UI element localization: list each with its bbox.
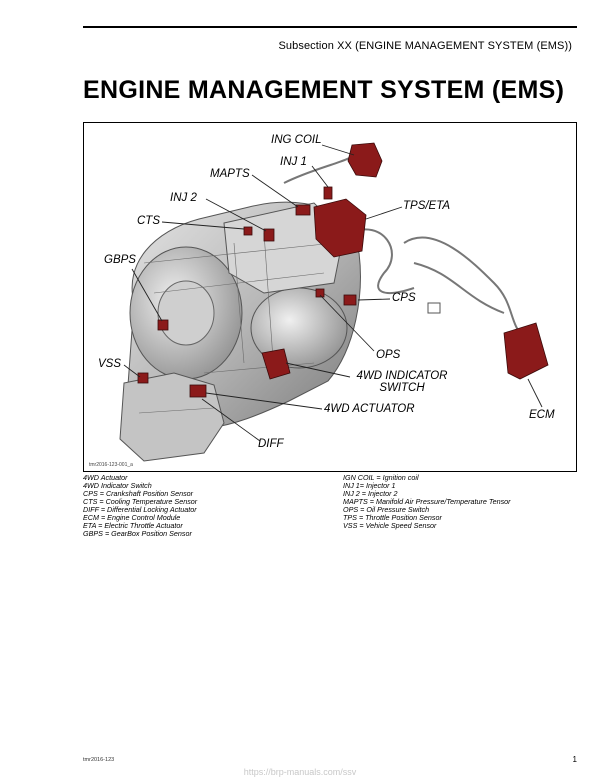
label-vss: VSS: [98, 358, 122, 370]
label-cts: CTS: [137, 215, 160, 227]
figure-reference: tmr2016-123-001_a: [89, 462, 133, 468]
legend-item: INJ 2 = Injector 2: [343, 489, 398, 498]
vss-sensor: [137, 372, 149, 384]
injector-1: [323, 186, 333, 200]
ecm-module: [503, 322, 549, 380]
label-inj2: INJ 2: [170, 192, 197, 204]
injector-2: [263, 228, 275, 242]
legend-item: CTS = Cooling Temperature Sensor: [83, 497, 198, 506]
subsection-header: Subsection XX (ENGINE MANAGEMENT SYSTEM …: [278, 40, 572, 52]
label-4wd-indicator-line2: SWITCH: [379, 381, 425, 394]
legend-item: TPS = Throttle Position Sensor: [343, 513, 442, 522]
label-diff: DIFF: [258, 438, 284, 450]
cts-sensor: [243, 226, 253, 236]
header-rule: [83, 26, 577, 28]
legend-item: 4WD Indicator Switch: [83, 481, 152, 490]
legend-item: GBPS = GearBox Position Sensor: [83, 529, 192, 538]
legend-item: VSS = Vehicle Speed Sensor: [343, 521, 437, 530]
label-4wd-indicator-switch: 4WD INDICATOR SWITCH: [352, 370, 452, 394]
legend-item: OPS = Oil Pressure Switch: [343, 505, 430, 514]
page-number: 1: [572, 755, 577, 764]
indicator-switch-4wd: [261, 348, 291, 380]
legend-item: CPS = Crankshaft Position Sensor: [83, 489, 194, 498]
engine-figure: ING COIL INJ 1 MAPTS INJ 2 TPS/ETA CTS G…: [83, 122, 577, 472]
legend-item: DIFF = Differential Locking Actuator: [83, 505, 197, 514]
clutch-hub: [157, 280, 215, 346]
actuator-4wd: [189, 384, 207, 398]
gbps-sensor: [157, 319, 169, 331]
source-url-link[interactable]: https://brp-manuals.com/ssv: [243, 767, 357, 777]
label-mapts: MAPTS: [210, 168, 250, 180]
harness-connector: [427, 302, 441, 314]
label-ecm: ECM: [529, 409, 555, 421]
legend-left: 4WD Actuator 4WD Indicator Switch CPS = …: [83, 474, 197, 538]
legend-item: MAPTS = Manifold Air Pressure/Temperatur…: [343, 497, 511, 506]
legend-item: ECM = Engine Control Module: [83, 513, 181, 522]
label-ing-coil: ING COIL: [271, 134, 322, 146]
legend-item: ETA = Electric Throttle Actuator: [83, 521, 183, 530]
label-ops: OPS: [376, 349, 401, 361]
ignition-coil: [347, 142, 383, 178]
label-4wd-indicator-line1: 4WD INDICATOR: [356, 370, 448, 382]
throttle-body: [313, 198, 367, 258]
gearbox: [119, 372, 225, 462]
legend-right: IGN COIL = Ignition coil INJ 1= Injector…: [343, 474, 511, 530]
legend-item: INJ 1= Injector 1: [343, 481, 396, 490]
mapts-sensor: [295, 204, 311, 216]
engine-illustration: [119, 142, 549, 462]
legend-item: IGN COIL = Ignition coil: [343, 473, 419, 482]
label-cps: CPS: [392, 292, 416, 304]
ops-sensor: [315, 288, 325, 298]
page-title: ENGINE MANAGEMENT SYSTEM (EMS): [83, 76, 565, 104]
cps-sensor: [343, 294, 357, 306]
label-tps-eta: TPS/ETA: [403, 200, 451, 212]
label-gbps: GBPS: [104, 254, 136, 266]
footer-reference: tmr2016-123: [83, 757, 115, 763]
label-inj1: INJ 1: [280, 156, 307, 168]
label-4wd-actuator: 4WD ACTUATOR: [324, 403, 415, 415]
legend-item: 4WD Actuator: [83, 473, 128, 482]
